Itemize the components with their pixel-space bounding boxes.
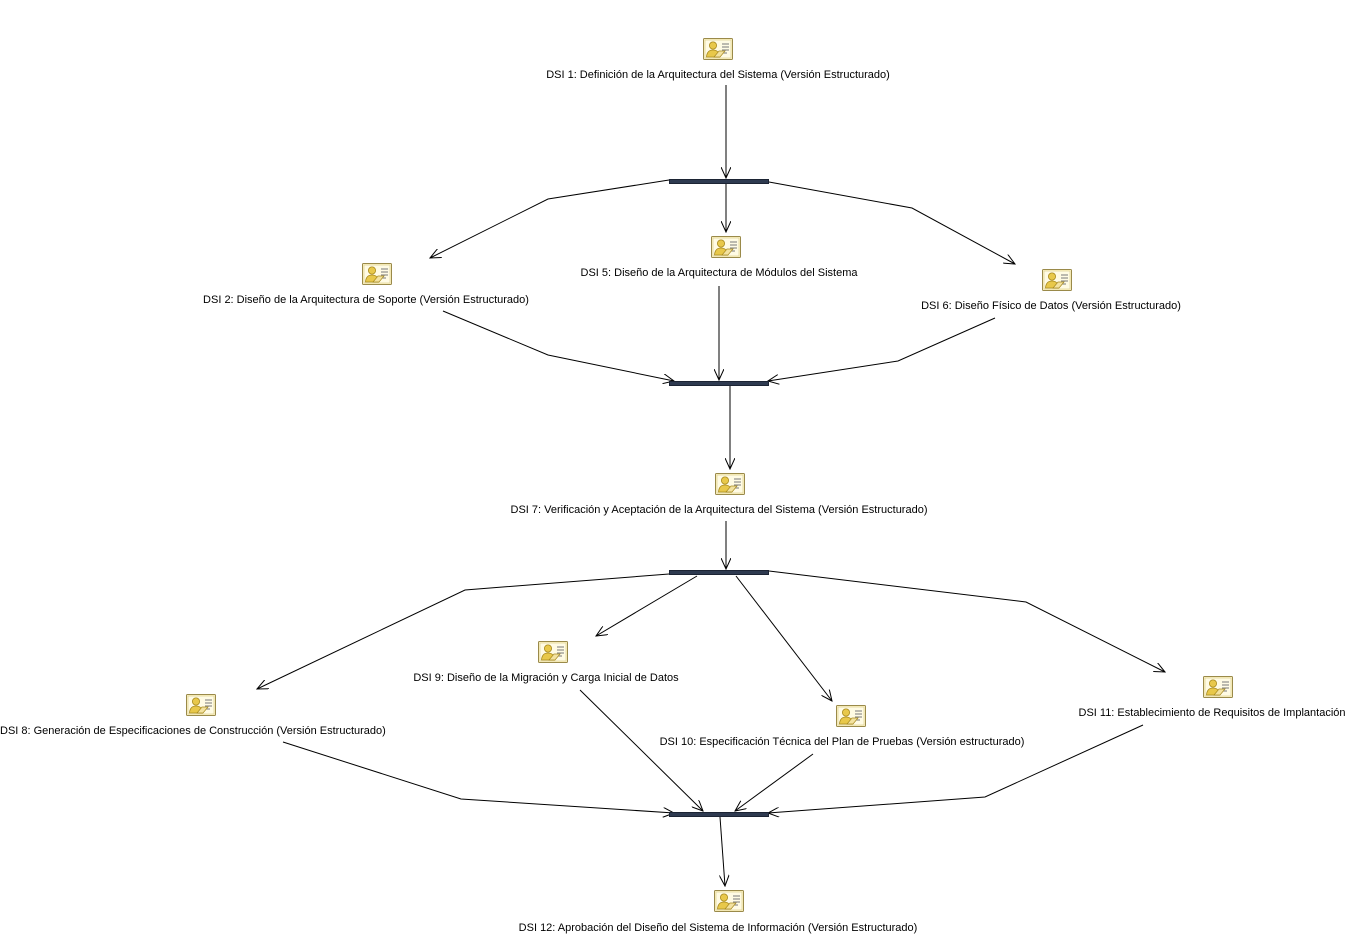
edge-fork2-to-dsi11 [768, 570, 1165, 672]
activity-label-dsi1[interactable]: DSI 1: Definición de la Arquitectura del… [546, 69, 890, 81]
activity-label-dsi9[interactable]: DSI 9: Diseño de la Migración y Carga In… [413, 672, 679, 684]
edge-dsi9-to-join2 [579, 689, 703, 811]
edge-fork1-to-dsi6 [768, 181, 1015, 264]
sync-bar-join1[interactable] [669, 381, 769, 386]
activity-card-icon[interactable] [1203, 676, 1233, 698]
activity-card-icon[interactable] [714, 890, 744, 912]
activity-label-dsi8[interactable]: DSI 8: Generación de Especificaciones de… [0, 725, 386, 737]
edge-dsi10-to-join2 [735, 753, 814, 811]
activity-card-icon[interactable] [186, 694, 216, 716]
activity-label-dsi6[interactable]: DSI 6: Diseño Físico de Datos (Versión E… [921, 300, 1181, 312]
edge-dsi6-to-join1 [768, 317, 996, 381]
activity-card-icon[interactable] [703, 38, 733, 60]
activity-label-dsi7[interactable]: DSI 7: Verificación y Aceptación de la A… [510, 504, 928, 516]
edge-dsi11-to-join2 [768, 724, 1144, 813]
activity-label-dsi2[interactable]: DSI 2: Diseño de la Arquitectura de Sopo… [203, 294, 529, 306]
activity-card-icon[interactable] [836, 705, 866, 727]
activity-card-icon[interactable] [1042, 269, 1072, 291]
activity-card-icon[interactable] [362, 263, 392, 285]
edge-fork2-to-dsi9 [596, 575, 698, 636]
activity-card-icon[interactable] [715, 473, 745, 495]
edge-dsi2-to-join1 [442, 310, 674, 381]
sync-bar-join2[interactable] [669, 812, 769, 817]
activity-card-icon[interactable] [711, 236, 741, 258]
edge-fork1-to-dsi2 [430, 179, 670, 258]
sync-bar-fork2[interactable] [669, 570, 769, 575]
activity-label-dsi10[interactable]: DSI 10: Especificación Técnica del Plan … [659, 736, 1025, 748]
edge-fork2-to-dsi10 [735, 575, 832, 701]
activity-label-dsi11[interactable]: DSI 11: Establecimiento de Requisitos de… [1078, 707, 1346, 719]
edge-dsi8-to-join2 [282, 741, 674, 813]
sync-bar-fork1[interactable] [669, 179, 769, 184]
activity-label-dsi12[interactable]: DSI 12: Aprobación del Diseño del Sistem… [518, 922, 918, 934]
activity-label-dsi5[interactable]: DSI 5: Diseño de la Arquitectura de Módu… [580, 267, 858, 279]
edge-join2-to-dsi12 [720, 816, 725, 886]
edge-fork2-to-dsi8 [257, 573, 670, 689]
activity-card-icon[interactable] [538, 641, 568, 663]
